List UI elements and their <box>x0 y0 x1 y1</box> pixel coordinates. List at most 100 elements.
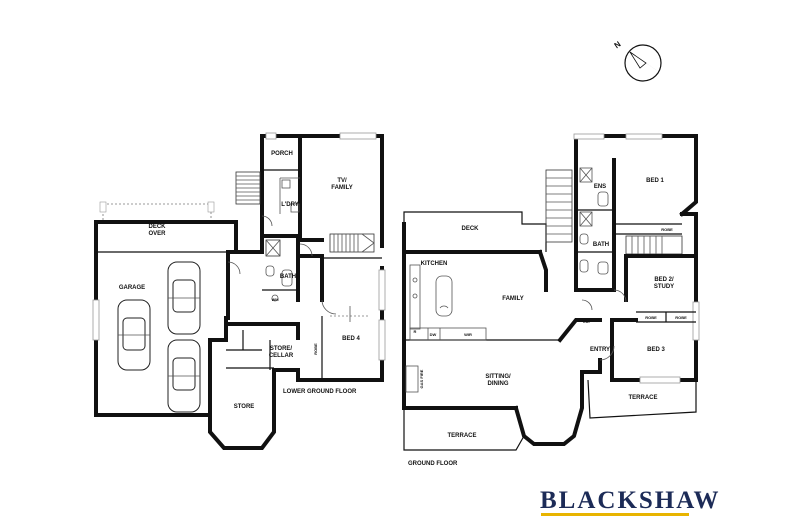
entry-wall <box>580 358 602 374</box>
kitchen-island <box>435 275 453 317</box>
room-entry: ENTRY <box>590 347 610 353</box>
door-swing <box>261 215 273 227</box>
ens-shower <box>579 167 593 183</box>
floor-label-lower: LOWER GROUND FLOOR <box>283 389 357 395</box>
room-deck-over: DECK <box>148 224 166 230</box>
compass: N <box>613 39 662 82</box>
room-bed2-study: BED 2/ <box>654 277 674 283</box>
room-family: FAMILY <box>502 296 523 302</box>
ens-bath-west-wall <box>574 198 616 292</box>
lower-west-wall <box>234 134 264 254</box>
compass-north-letter: N <box>613 39 623 50</box>
bed3-wall <box>610 318 638 338</box>
room-store-cellar: STORE/ <box>270 346 293 352</box>
door-swing <box>321 299 337 315</box>
room-ensuite: ENS <box>594 184 606 190</box>
label-bed2-robe-b: ROBE <box>675 315 687 320</box>
brand-name: BLACKSHAW <box>540 487 721 514</box>
label-dw: DW <box>430 332 437 337</box>
cellar-top-wall <box>224 322 300 340</box>
washing-machine <box>271 294 279 302</box>
room-store: STORE <box>234 404 255 410</box>
window <box>625 133 663 140</box>
label-gas-fire: GAS FIRE <box>419 369 424 388</box>
room-porch: PORCH <box>271 151 293 157</box>
room-kitchen: KITCHEN <box>421 261 448 267</box>
bath-vanity <box>579 259 589 273</box>
window <box>339 132 377 140</box>
room-lower-bath: BATH <box>280 274 296 280</box>
label-bed4-robe: ROBE <box>313 343 318 355</box>
terrace-right-outline <box>587 379 697 419</box>
bath-toilet <box>579 233 589 245</box>
deck-over-outline <box>102 203 212 220</box>
lower-bath-wall <box>260 234 300 302</box>
ground-floor: DECK KITCHEN FAMILY DW R WIR CUP ENTRY S… <box>402 133 700 467</box>
bed4-wall <box>296 254 324 302</box>
car <box>167 261 201 335</box>
ens-vanity <box>597 191 609 207</box>
vanity <box>281 269 293 287</box>
window <box>639 376 681 384</box>
room-terrace-right: TERRACE <box>628 395 657 401</box>
deck-post <box>99 201 107 213</box>
ground-stairs <box>545 169 573 243</box>
deck-post <box>207 201 215 213</box>
label-bed2-robe-a: ROBE <box>645 315 657 320</box>
bath-basin <box>597 261 609 275</box>
lower-east-wall <box>290 266 384 382</box>
window <box>573 133 605 140</box>
label-wm: WM <box>271 297 279 302</box>
room-deck: DECK <box>461 226 479 232</box>
bath-shower <box>579 211 593 227</box>
window <box>692 301 700 341</box>
door-swing <box>613 289 627 303</box>
bed1-outer-wall <box>574 134 698 217</box>
sitting-bay-wall <box>513 370 584 446</box>
window <box>378 319 386 361</box>
room-tv-family: TV/ <box>337 178 347 184</box>
room-terrace-left: TERRACE <box>447 433 476 439</box>
room-sitting-dining: SITTING/ <box>485 374 511 380</box>
corridor-stairs <box>625 235 683 255</box>
label-wir: WIR <box>464 332 472 337</box>
room-bed4: BED 4 <box>342 336 360 342</box>
internal-stairs <box>329 233 375 253</box>
window <box>378 269 386 311</box>
label-fridge: R <box>414 329 417 334</box>
room-store-cellar: CELLAR <box>269 353 294 359</box>
label-cup: CUP <box>583 319 592 324</box>
room-sitting-dining: DINING <box>488 381 509 387</box>
floor-label-ground: GROUND FLOOR <box>408 461 458 467</box>
label-bed1-robe: ROBE <box>661 227 673 232</box>
deck-outline <box>403 211 547 252</box>
kitchen-bench <box>409 264 421 330</box>
brand-underline <box>541 513 689 516</box>
room-bath: BATH <box>593 242 609 248</box>
garage-inner-wall <box>226 250 238 320</box>
kitchen-angle-wall <box>557 318 602 343</box>
room-bed2-study: STUDY <box>654 284 674 290</box>
door-swing <box>581 299 593 311</box>
room-bed1: BED 1 <box>646 178 664 184</box>
kitchen-back-bench <box>409 327 487 341</box>
room-deck-over: OVER <box>148 231 166 237</box>
room-bed3: BED 3 <box>647 347 665 353</box>
gas-fireplace <box>405 365 419 393</box>
window <box>265 132 277 140</box>
laundry-tub <box>281 179 291 189</box>
external-stairs <box>235 171 261 205</box>
car <box>117 299 151 371</box>
family-east-wall <box>537 249 548 292</box>
room-laundry: L'DRY <box>281 202 299 208</box>
garage-top-wall <box>94 220 238 254</box>
store-wall <box>208 368 294 450</box>
lower-ground-floor: PORCH TV/ FAMILY L'DRY DECK OVER GARAGE … <box>92 132 386 450</box>
shower <box>265 239 281 257</box>
room-tv-family: FAMILY <box>331 185 352 191</box>
garage-right-wall <box>208 316 228 376</box>
door-swing <box>299 243 313 257</box>
brand-logo: BLACKSHAW <box>540 487 721 516</box>
family-west-wall <box>298 134 324 242</box>
